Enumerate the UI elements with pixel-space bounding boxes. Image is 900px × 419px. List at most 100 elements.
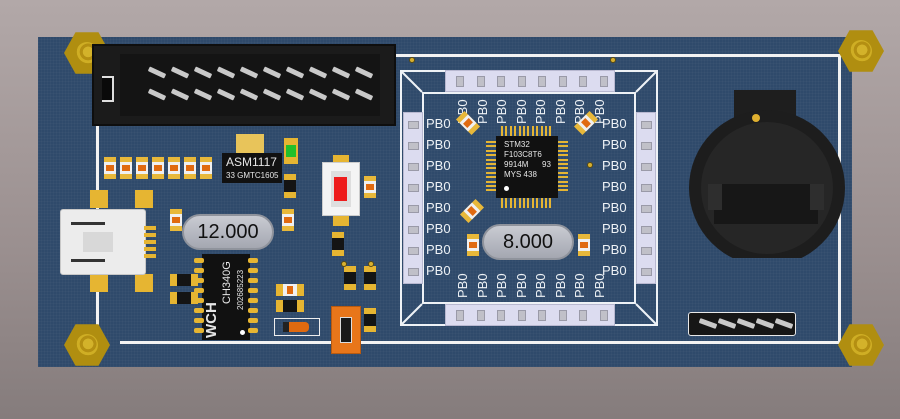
pin-label: PB0 (513, 99, 529, 124)
mcu-pin (536, 126, 539, 136)
pin-header-5pin[interactable] (688, 312, 796, 336)
usb-mount-pad (135, 190, 153, 208)
hex-standoff-icon (64, 324, 110, 366)
resistor (284, 174, 296, 198)
mcu-label-3: 9914M (504, 160, 529, 169)
pin-label: PB0 (591, 273, 607, 298)
header-pin (408, 205, 419, 213)
pin-label: PB0 (455, 273, 470, 298)
header-pin (717, 318, 737, 329)
silk-outline-bottom (120, 341, 842, 344)
mcu-pin (509, 198, 512, 208)
header-pin (558, 76, 567, 87)
idc-pin (308, 66, 328, 79)
header-pin (517, 76, 526, 87)
mcu-pin (558, 158, 568, 161)
resistor (170, 292, 198, 304)
chip-pin (248, 328, 258, 333)
hex-standoff-icon (838, 324, 884, 366)
mcu-pin (501, 198, 503, 208)
resistor (200, 157, 212, 179)
mcu-pin (558, 141, 568, 143)
idc-pin (285, 66, 305, 79)
jumper-slot (340, 317, 352, 343)
via (409, 57, 415, 63)
mcu-pin (545, 198, 547, 208)
header-pin (641, 184, 652, 192)
jumper-icon[interactable] (331, 306, 361, 354)
pin-label: PB0 (533, 273, 548, 298)
mcu-pin (486, 141, 496, 143)
mcu-pin (514, 198, 517, 208)
mcu-pin (558, 167, 568, 170)
pin-label: PB0 (552, 99, 568, 124)
pin-label: PB0 (494, 99, 509, 124)
resistor (276, 300, 304, 312)
header-pin (408, 226, 419, 234)
coin-cell-holder-icon[interactable] (664, 88, 874, 258)
mcu-pin (486, 167, 496, 170)
usb-tongue (83, 232, 113, 252)
mcu-pin (536, 198, 539, 208)
mcu-pin (549, 126, 552, 136)
pin-label: PB0 (426, 263, 451, 278)
pin-label: PB0 (602, 242, 627, 257)
header-pin (497, 310, 505, 321)
idc-pin (147, 66, 167, 79)
mcu-chip: STM32 F103C8T6 9914M 93 MYS 438 (496, 136, 558, 198)
resistor (184, 157, 196, 179)
mcu-pin (523, 198, 525, 208)
mcu-pin (523, 126, 525, 136)
usb-uart-chip: WCH CH340G 202685223 (202, 254, 250, 340)
diode (274, 318, 320, 336)
mcu-pin (518, 126, 521, 136)
mcu-pin (518, 198, 521, 208)
header-pin (408, 121, 419, 129)
header-pin (774, 318, 794, 329)
header-pin (641, 247, 652, 255)
pin-label: PB0 (426, 137, 451, 152)
mcu-pin (514, 126, 517, 136)
mcu-pin (486, 145, 496, 148)
idc-pin (216, 66, 236, 79)
mcu-pin (486, 176, 496, 179)
chip-pin (194, 308, 204, 313)
header-pin (641, 205, 652, 213)
resistor-core (106, 165, 114, 171)
mcu-label-1: STM32 (504, 140, 530, 149)
idc-pin (170, 88, 190, 101)
resistor-core (170, 165, 178, 171)
mcu-pin (545, 126, 547, 136)
mcu-pin (505, 198, 508, 208)
pin-label: PB0 (426, 200, 451, 215)
header-pin (641, 142, 652, 150)
crystal-8mhz: 8.000 (482, 224, 574, 260)
header-pin (517, 310, 526, 321)
chip-part: CH340G (221, 261, 233, 304)
capacitor (170, 209, 182, 231)
idc-connector-icon[interactable] (92, 44, 396, 126)
mini-usb-icon[interactable] (60, 209, 146, 275)
pin-header-right[interactable] (636, 112, 656, 284)
pin-header-bottom[interactable] (445, 304, 615, 326)
resistor (332, 232, 344, 256)
pin-header-top[interactable] (445, 70, 615, 92)
header-pin (641, 121, 652, 129)
via (368, 261, 374, 267)
via (610, 57, 616, 63)
header-pin (641, 226, 652, 234)
idc-pin (262, 88, 282, 101)
usb-opening (71, 222, 105, 262)
header-pin (476, 76, 485, 87)
chip-code: 202685223 (236, 269, 245, 310)
idc-pin (239, 66, 259, 79)
mcu-pin (540, 198, 543, 208)
idc-pin (193, 88, 213, 101)
mcu-pin (558, 154, 568, 157)
pin-label: PB0 (602, 137, 627, 152)
mcu-pin (486, 163, 496, 165)
tact-switch-icon[interactable] (322, 162, 360, 216)
chip-pin (194, 298, 204, 303)
pin-header-left[interactable] (403, 112, 423, 284)
mcu-pin (486, 171, 496, 174)
